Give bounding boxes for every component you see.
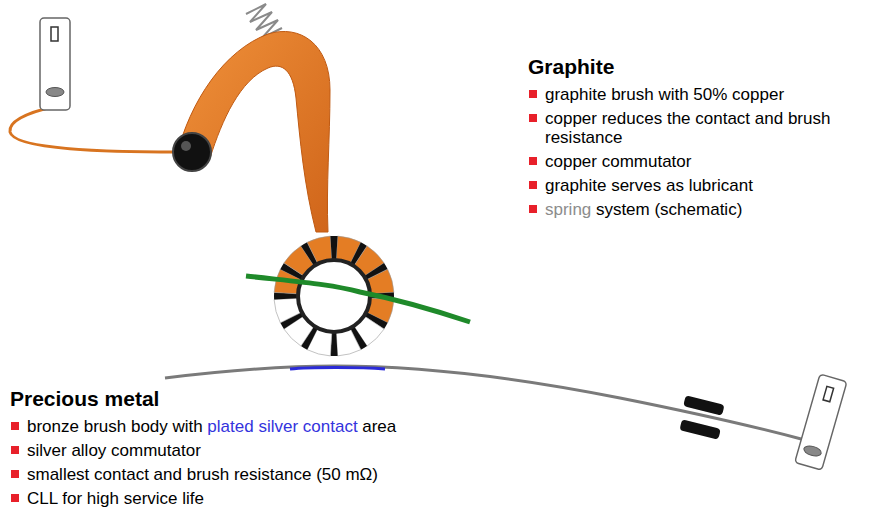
bullet-square [529,90,537,98]
bullet-square [11,446,19,454]
bullet-text: bronze brush body with [27,417,203,436]
green-wire [246,276,470,322]
bullet-square [11,494,19,502]
bullet-square [11,422,19,430]
silver-contact [290,368,385,370]
clamp-block [679,419,720,439]
bullet-line: bronze brush body withplated silver cont… [10,417,610,436]
bullet-line: CLL for high service life [10,489,610,508]
bullet-text: graphite serves as lubricant [545,176,753,195]
bullet-line: copper reduces the contact and brush res… [528,109,872,147]
orange-wire [10,106,178,152]
commutator-core [298,260,370,332]
bullet-text: CLL for high service life [27,489,204,508]
terminal-lug [40,18,70,110]
bullet-text: system (schematic) [596,200,742,219]
bullet-text: copper commutator [545,152,691,171]
pivot-highlight [181,141,191,151]
bullet-text: plated silver contact [207,417,357,436]
bullet-line: spring system (schematic) [528,200,872,219]
precious-metal-text: Precious metal bronze brush body withplat… [10,386,610,508]
terminal-lug [795,374,847,470]
bullet-line: smallest contact and brush resistance (5… [10,465,610,484]
bullet-text: copper reduces the contact and brush res… [545,109,830,147]
bullet-text: silver alloy commutator [27,441,201,460]
section-heading: Graphite [528,54,872,80]
clamp-block [683,395,724,415]
graphite-brush-arm [176,31,330,232]
bullet-text: smallest contact and brush resistance (5… [27,465,378,484]
bullet-line: copper commutator [528,152,872,171]
graphite-text: Graphite graphite brush with 50% copper co… [528,54,872,219]
bullet-text: area [362,417,396,436]
bullet-square [11,470,19,478]
bullet-text: graphite brush with 50% copper [545,85,784,104]
bullet-square [529,205,537,213]
segment-divider [330,236,337,260]
section-heading: Precious metal [10,386,610,412]
bullet-line: graphite brush with 50% copper [528,85,872,104]
bullet-line: silver alloy commutator [10,441,610,460]
bullet-line: graphite serves as lubricant [528,176,872,195]
bullet-square [529,157,537,165]
bullet-square [529,181,537,189]
bullet-square [529,114,537,122]
bullet-text: spring [545,200,591,219]
precious-metal-brush [165,366,805,440]
pivot [173,133,211,171]
